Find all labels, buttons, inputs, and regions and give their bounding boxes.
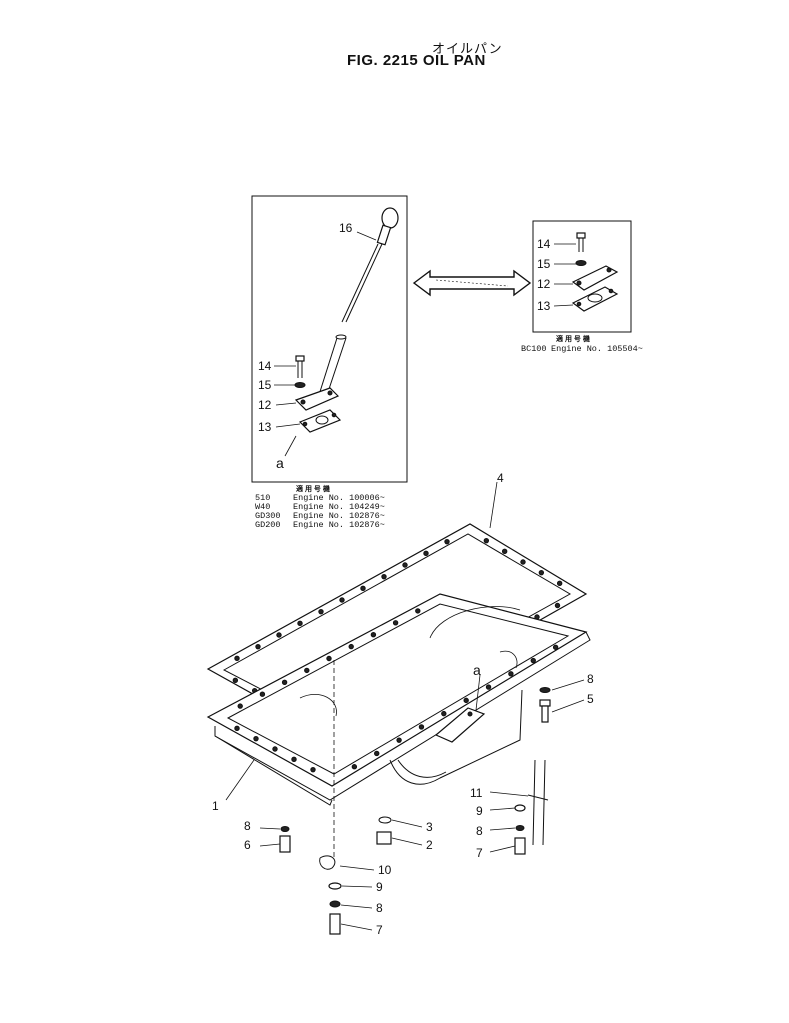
callout-15: 15 xyxy=(258,378,272,392)
bolt-hole xyxy=(423,550,429,557)
callout-8: 8 xyxy=(376,901,383,915)
bolt-hole xyxy=(538,569,545,576)
bolt-hole xyxy=(402,562,408,568)
bolt-hole xyxy=(348,643,354,650)
bolt-hole xyxy=(232,677,239,684)
bolt-hole xyxy=(318,608,324,615)
applicability-engine: Engine No. 105504~ xyxy=(551,344,643,354)
bolt-hole xyxy=(234,725,240,732)
callout-9: 9 xyxy=(476,804,483,818)
applicability-engine: Engine No. 102876~ xyxy=(293,520,385,530)
bolt-hole xyxy=(552,644,559,650)
inset-left-frame xyxy=(251,195,408,483)
bolt-hole xyxy=(360,585,366,592)
bolt-hole xyxy=(339,597,345,603)
bolt-hole xyxy=(276,632,282,638)
bolt-hole xyxy=(326,655,332,662)
callout-14: 14 xyxy=(537,237,551,251)
bolt-hole xyxy=(304,667,310,674)
bolt-hole xyxy=(237,703,243,709)
dipstick-cap xyxy=(376,224,392,246)
dipstick-handle xyxy=(381,207,399,229)
callout-3: 3 xyxy=(426,820,433,834)
applicability-header-right: 適 用 号 機 xyxy=(556,334,590,343)
flange-12-left xyxy=(294,387,340,411)
gasket-13-right xyxy=(571,286,619,312)
page-title-japanese: オイルパン xyxy=(432,41,503,56)
bolt-hole xyxy=(381,573,387,580)
applicability-model: GD200 xyxy=(255,520,281,530)
bolt-hole xyxy=(253,735,259,742)
bolt-hole xyxy=(255,643,261,650)
bolt-hole xyxy=(441,710,447,717)
applicability-engine: Engine No. 102876~ xyxy=(293,511,385,521)
inset-right: 14 15 12 13 適 用 号 機 BC100 Engine No. 105… xyxy=(521,220,643,354)
inset-left: 16 14 15 12 13 a 適 用 号 機 510 Engine No. … xyxy=(251,195,408,530)
callout-13: 13 xyxy=(537,299,551,313)
bolt-hole xyxy=(272,746,278,752)
bolt-hole xyxy=(530,657,536,664)
bolt-hole xyxy=(234,655,240,662)
bolt-hole xyxy=(396,737,402,743)
callout-15: 15 xyxy=(537,257,551,271)
applicability-engine: Engine No. 104249~ xyxy=(293,502,385,512)
callout-1: 1 xyxy=(212,799,219,813)
bolt-hole xyxy=(463,697,469,704)
bolt-hole xyxy=(392,620,399,626)
callout-4: 4 xyxy=(497,471,504,485)
bolt-hole xyxy=(415,608,421,614)
main-assembly: 4 1 a 8 5 11 9 8 7 8 6 3 2 10 9 8 7 xyxy=(206,471,594,937)
bolt-hole xyxy=(485,684,492,690)
inset-right-frame xyxy=(532,220,632,333)
bolt-hole xyxy=(374,750,380,757)
bolt-hole xyxy=(556,580,563,587)
callout-8: 8 xyxy=(587,672,594,686)
bolt-hole xyxy=(351,764,358,770)
applicability-model: W40 xyxy=(255,502,270,512)
bolt-hole xyxy=(418,724,425,730)
applicability-model: 510 xyxy=(255,493,270,503)
applicability-model: GD300 xyxy=(255,511,281,521)
bolt-hole xyxy=(483,537,490,544)
callout-8: 8 xyxy=(244,819,251,833)
page-title: FIG. 2215 OIL PAN xyxy=(347,52,486,69)
callout-5: 5 xyxy=(587,692,594,706)
callout-13: 13 xyxy=(258,420,272,434)
bolt-hole xyxy=(554,602,561,609)
callout-10: 10 xyxy=(378,863,392,877)
callout-2: 2 xyxy=(426,838,433,852)
bolt-hole xyxy=(291,756,297,763)
applicability-model: BC100 xyxy=(521,344,547,354)
bolt-hole xyxy=(370,632,377,638)
bolt-hole xyxy=(310,766,316,773)
callout-7: 7 xyxy=(476,846,483,860)
callout-16: 16 xyxy=(339,221,353,235)
double-arrow-icon xyxy=(412,269,532,297)
flange-12-right xyxy=(571,265,619,291)
bolt-hole xyxy=(520,559,526,565)
callout-a-main: a xyxy=(473,662,481,678)
callout-12: 12 xyxy=(537,277,551,291)
callout-a: a xyxy=(276,455,284,471)
callout-6: 6 xyxy=(244,838,251,852)
callout-8: 8 xyxy=(476,824,483,838)
gasket-13-left xyxy=(298,409,342,433)
bolt-hole xyxy=(501,548,508,555)
bolt-hole xyxy=(259,691,266,697)
bolt-hole xyxy=(508,671,514,677)
callout-12: 12 xyxy=(258,398,272,412)
callout-9: 9 xyxy=(376,880,383,894)
applicability-engine: Engine No. 100006~ xyxy=(293,493,385,503)
callout-14: 14 xyxy=(258,359,272,373)
callout-7: 7 xyxy=(376,923,383,937)
callout-11: 11 xyxy=(470,786,483,800)
dipstick-mount-plate xyxy=(434,707,486,743)
applicability-header-left: 適 用 号 機 xyxy=(296,484,330,493)
bolt-hole xyxy=(281,679,288,685)
bolt-hole xyxy=(297,620,303,627)
bolt-hole xyxy=(444,538,450,545)
